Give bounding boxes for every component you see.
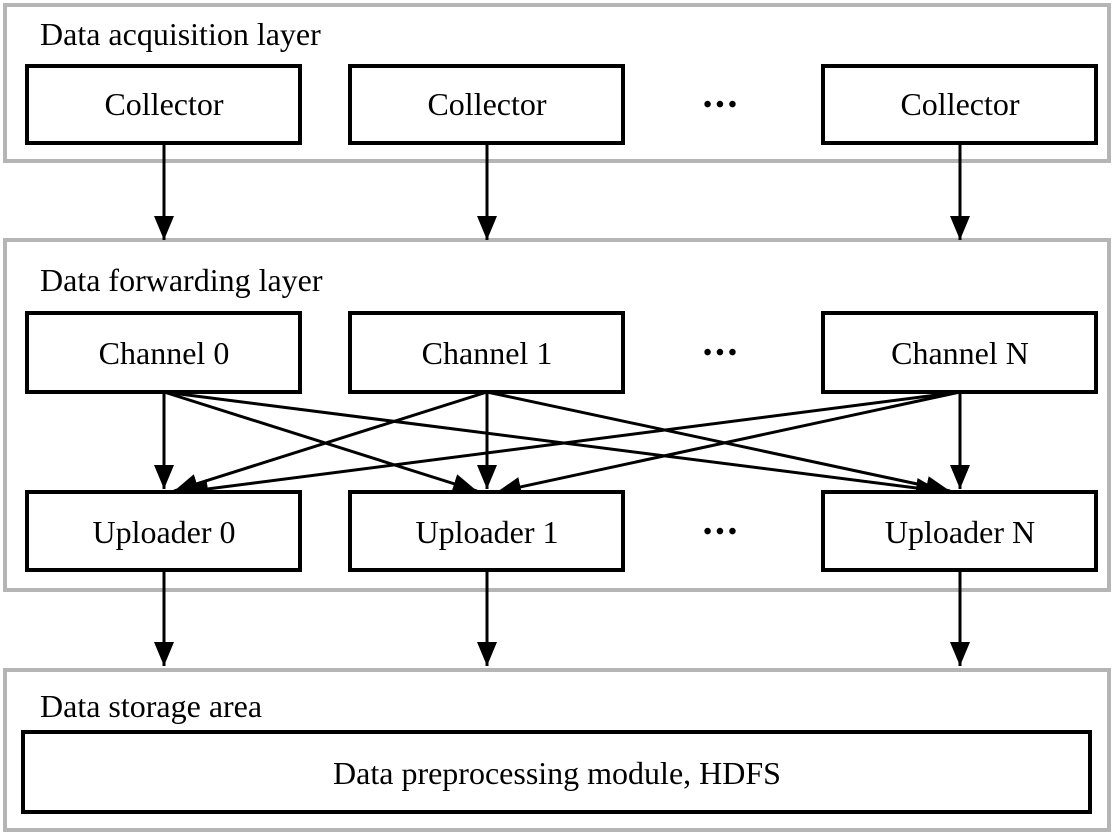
uploader-label-n: Uploader N: [885, 514, 1035, 550]
collector-label-1: Collector: [427, 86, 546, 122]
forwarding-layer-title: Data forwarding layer: [40, 262, 323, 298]
collector-label-0: Collector: [104, 86, 223, 122]
collectors-ellipsis: •••: [703, 92, 740, 118]
acquisition-layer-title: Data acquisition layer: [40, 16, 321, 52]
channel-label-n: Channel N: [891, 335, 1029, 371]
uploader-label-0: Uploader 0: [92, 514, 235, 550]
uploader-label-1: Uploader 1: [415, 514, 558, 550]
arrow-channel0-to-uploadern: [163, 390, 941, 498]
uploader-box-n: [821, 490, 1098, 572]
channel-label-0: Channel 0: [99, 335, 230, 371]
arrow-channeln-to-uploader1: [496, 390, 961, 497]
uploaders-ellipsis: •••: [703, 519, 740, 545]
collector-box-0: [25, 64, 302, 145]
arrow-channel0-to-uploader1: [163, 390, 478, 494]
arrow-channel1-to-uploader0: [173, 390, 488, 494]
arrow-channeln-to-uploader0: [183, 390, 961, 499]
channel-box-n: [821, 311, 1098, 394]
channels-ellipsis: •••: [703, 340, 740, 366]
channel-box-1: [348, 311, 625, 394]
channel-box-0: [25, 311, 302, 394]
collector-box-n: [821, 64, 1098, 145]
storage-layer-title: Data storage area: [40, 688, 262, 724]
arrow-channel1-to-uploadern: [486, 390, 951, 496]
channel-label-1: Channel 1: [422, 335, 553, 371]
collector-label-n: Collector: [900, 86, 1019, 122]
storage-module-label: Data preprocessing module, HDFS: [333, 755, 781, 791]
storage-module-box: [21, 730, 1092, 814]
uploader-box-0: [25, 490, 302, 572]
